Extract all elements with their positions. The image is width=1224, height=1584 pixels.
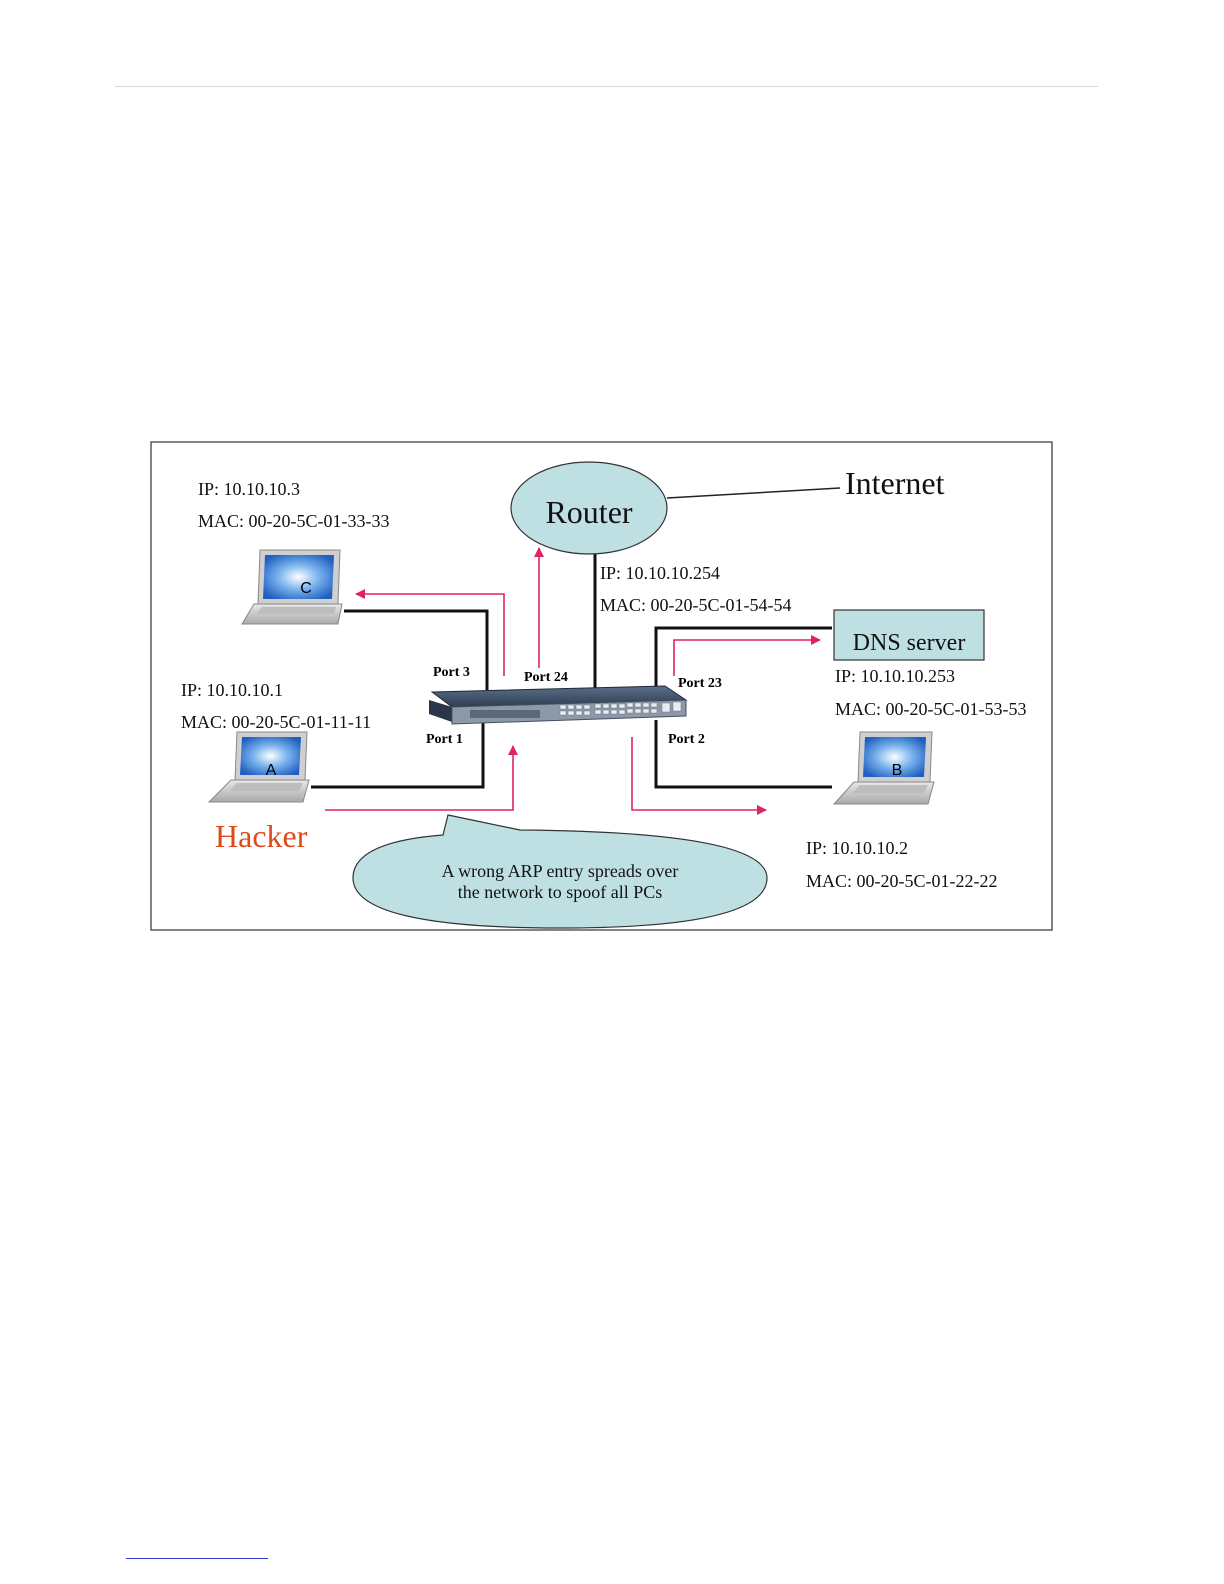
- internet-label: Internet: [845, 465, 945, 501]
- dns-box: [833, 609, 985, 661]
- link-port1-pc-a: [311, 722, 485, 789]
- dns-ip: IP: 10.10.10.253: [835, 666, 955, 686]
- link-port3-pc-c: [344, 609, 489, 690]
- router-mac: MAC: 00-20-5C-01-54-54: [600, 595, 792, 615]
- arrow-to-pc-b: [631, 737, 767, 815]
- callout-line-1: A wrong ARP entry spreads over: [442, 861, 679, 881]
- port3-label: Port 3: [433, 665, 470, 680]
- link-port23-dns: [654, 626, 832, 690]
- switch-icon: [429, 685, 688, 725]
- footer-rule: [126, 1558, 268, 1559]
- callout-bubble: A wrong ARP entry spreads over the netwo…: [352, 814, 768, 929]
- pc-b-letter: B: [892, 762, 903, 779]
- callout-line-2: the network to spoof all PCs: [458, 882, 663, 902]
- port24-label: Port 24: [524, 670, 568, 685]
- spoof-arrows: [325, 547, 821, 815]
- router-label: Router: [545, 494, 632, 530]
- pc-a-letter: A: [266, 762, 277, 779]
- laptop-a-icon: A: [207, 731, 310, 803]
- pc-a-mac: MAC: 00-20-5C-01-11-11: [181, 712, 371, 732]
- port2-label: Port 2: [668, 732, 705, 747]
- pc-c-mac: MAC: 00-20-5C-01-33-33: [198, 511, 390, 531]
- dns-server: DNS server: [833, 609, 985, 661]
- arrow-to-pc-c: [355, 589, 505, 676]
- port1-label: Port 1: [426, 732, 463, 747]
- dns-label: DNS server: [853, 630, 966, 656]
- laptop-b-icon: B: [832, 731, 935, 805]
- link-port2-pc-b: [654, 720, 832, 789]
- pc-b-ip: IP: 10.10.10.2: [806, 838, 908, 858]
- network-links: [311, 554, 832, 789]
- pc-c-letter: C: [300, 580, 312, 597]
- pc-a-ip: IP: 10.10.10.1: [181, 680, 283, 700]
- callout-shape: [352, 814, 768, 929]
- router-ellipse: [510, 461, 668, 555]
- router-ip: IP: 10.10.10.254: [600, 563, 720, 583]
- router: Router: [510, 461, 668, 555]
- arrow-to-dns: [673, 635, 821, 676]
- hacker-label: Hacker: [215, 818, 308, 854]
- port23-label: Port 23: [678, 676, 722, 691]
- pc-b-mac: MAC: 00-20-5C-01-22-22: [806, 871, 998, 891]
- switch-ports: [559, 701, 682, 716]
- pc-c-ip: IP: 10.10.10.3: [198, 479, 300, 499]
- dns-mac: MAC: 00-20-5C-01-53-53: [835, 699, 1027, 719]
- link-router-internet: [666, 487, 841, 499]
- header-rule: [115, 86, 1098, 87]
- laptop-c-icon: C: [241, 549, 343, 625]
- arrow-from-hacker: [325, 745, 518, 811]
